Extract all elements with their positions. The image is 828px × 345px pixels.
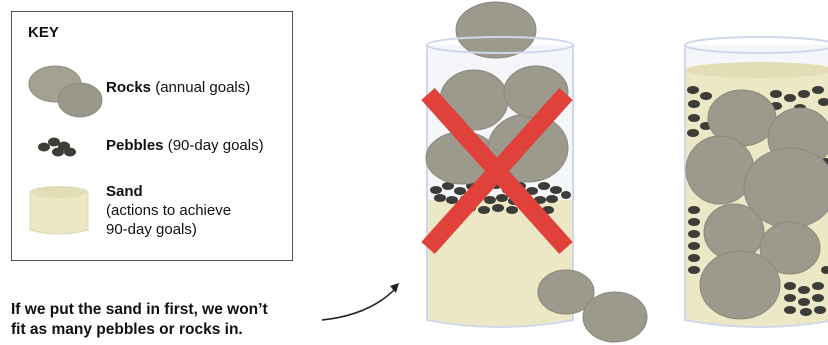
arrow (322, 288, 396, 320)
spilled-rocks (538, 270, 647, 342)
rocks-left (426, 2, 568, 184)
jar-rocks-first (685, 37, 828, 327)
